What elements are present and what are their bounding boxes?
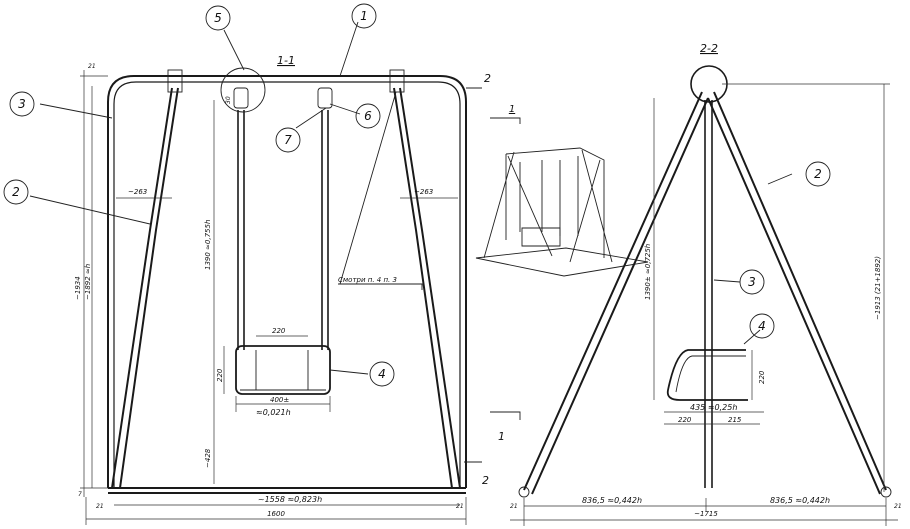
dim-base-span: ~1558 ≈0,823h [258, 495, 322, 504]
callouts [3, 3, 831, 387]
seat-slats [240, 350, 326, 391]
frame-inner [113, 81, 461, 488]
cut-label-d: 2 [482, 474, 489, 487]
hook-right [317, 87, 333, 109]
dim-end-left-side: 21 [510, 503, 518, 510]
dim-seat-front: 215 [728, 416, 742, 424]
leaders-right [713, 173, 793, 345]
dim-offset-left: ~263 [128, 188, 147, 196]
hanger-right [321, 110, 329, 350]
dim-top-small: 21 [88, 63, 96, 70]
dim-bottom-small: 7 [78, 491, 82, 498]
callout-2-right: 2 [814, 167, 822, 181]
strut-right [393, 87, 461, 489]
dim-hanger-top: 30 [225, 96, 232, 104]
foot-left [518, 486, 530, 498]
callout-3-right: 3 [748, 275, 756, 289]
dim-seat-width-rel: ≈0,021h [256, 408, 291, 417]
strut-left [111, 87, 179, 489]
dim-end-right: 21 [456, 503, 464, 510]
dim-half-left: 836,5 ≈0,442h [582, 496, 642, 505]
dim-offset-right: ~263 [414, 188, 433, 196]
dim-post-h: 1390± ≈0,725h [644, 244, 652, 300]
dim-half-right: 836,5 ≈0,442h [770, 496, 830, 505]
cut-label-a: 2 [484, 72, 491, 85]
dim-base-side [510, 498, 898, 526]
seat-side-inner [675, 355, 746, 393]
detail-circle [220, 67, 266, 113]
frame-outer [107, 75, 467, 488]
dim-seat-back: 220 [678, 416, 692, 424]
front-view [29, 21, 521, 525]
callout-2-left: 2 [12, 185, 20, 199]
callout-1: 1 [360, 9, 368, 23]
dim-end-right-side: 21 [894, 503, 902, 510]
hanger-left [237, 110, 245, 350]
section-title-left: 1-1 [277, 54, 295, 67]
cut-label-b: 1 [498, 430, 505, 443]
dim-overall-width: 1600 [267, 510, 285, 518]
dim-seat-h: 220 [758, 370, 766, 384]
note-text: Смотри п. 4 п. 3 [338, 276, 397, 284]
callout-5: 5 [214, 11, 222, 25]
dim-seat-height: 220 [216, 368, 224, 382]
callout-6: 6 [364, 109, 372, 123]
top-hub [690, 65, 728, 103]
callout-7: 7 [284, 133, 292, 147]
leaders-left [29, 21, 397, 375]
dim-inner-height: ~1892 ≈h [84, 264, 92, 300]
dim-seat-depth: 435 ≈0,25h [690, 403, 737, 412]
perspective-sketch [475, 147, 649, 277]
dim-leg-len: ~1913 (21+1892) [874, 256, 882, 320]
dim-height [80, 70, 108, 497]
section-title-right: 2-2 [700, 42, 718, 55]
dim-seat [223, 335, 331, 412]
dim-seat-width: 400± [270, 396, 289, 404]
note-underline [338, 283, 423, 290]
side-view [510, 65, 898, 526]
dim-total-height: ~1934 [74, 276, 82, 300]
sketch-ropes [519, 156, 579, 236]
clamp-right [389, 69, 405, 93]
dim-base [85, 497, 467, 525]
foot-right [880, 486, 892, 498]
dim-hanger-len: 1390 ≈0,755h [204, 220, 212, 270]
dim-seat-width-in: 220 [272, 327, 286, 335]
dim-heights [653, 83, 890, 492]
sketch-frame [483, 147, 613, 263]
base-bar [108, 487, 466, 494]
dim-seat-side [664, 350, 764, 425]
clamp-left [167, 69, 183, 93]
callout-4-right: 4 [758, 319, 766, 333]
dim-seat-clearance: ~428 [204, 448, 212, 468]
center-post [704, 100, 713, 488]
sketch-base [475, 247, 649, 277]
leg-right [707, 91, 887, 495]
sketch-seat [521, 227, 561, 247]
seat-side [666, 349, 748, 401]
view-marker: 1 [509, 104, 515, 115]
leg-left [523, 91, 709, 495]
seat [235, 345, 331, 395]
dim-overall-side: ~1715 [694, 510, 718, 518]
callout-3-left: 3 [18, 97, 26, 111]
dim-end-left: 21 [96, 503, 104, 510]
section-marks [464, 87, 521, 463]
hook-left [233, 87, 249, 109]
callout-4-left: 4 [378, 367, 386, 381]
